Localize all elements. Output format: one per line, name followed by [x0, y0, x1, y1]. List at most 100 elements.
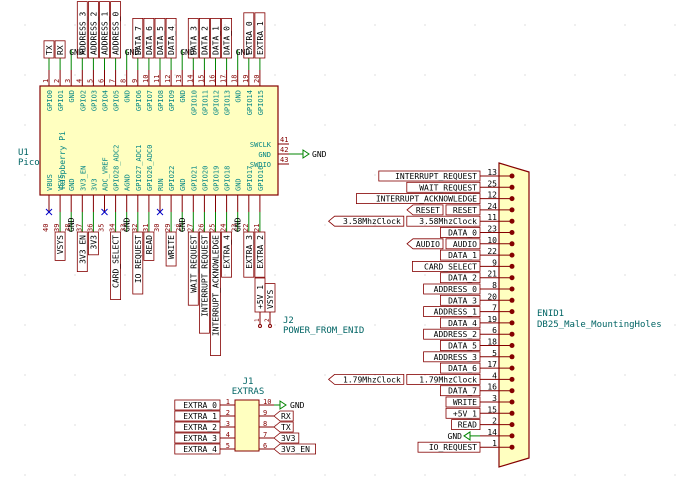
grid-dot [124, 24, 126, 26]
gnd-power-label: GND [236, 48, 251, 57]
grid-dot [174, 374, 176, 376]
j2-value: POWER_FROM_ENID [283, 326, 364, 336]
grid-dot [224, 274, 226, 276]
enid1-pin-number: 2 [492, 417, 497, 426]
net-label-audio: AUDIO [453, 240, 477, 249]
net-label-box [406, 238, 444, 250]
grid-dot [524, 74, 526, 76]
u1-pin-name: GPIO5 [113, 90, 121, 111]
enid1-contact [509, 410, 515, 416]
grid-dot [374, 74, 376, 76]
u1-pin-number: 9 [131, 79, 139, 83]
net-label-3v3-box [88, 231, 99, 256]
net-label-interrupt_request-box [198, 231, 210, 334]
j1-pin-number: 2 [226, 409, 230, 417]
enid1-pin-number: 8 [492, 281, 497, 290]
enid1-pin-number: 7 [492, 304, 497, 313]
u1-pin-number: 3 [64, 79, 72, 83]
net-label-io_request-box [417, 441, 481, 453]
net-label-extra_3-box [243, 231, 255, 278]
enid1-pin-number: 18 [487, 338, 497, 347]
grid-dot [624, 474, 626, 476]
grid-dot [274, 474, 276, 476]
enid1-pin-number: 20 [487, 292, 497, 301]
grid-dot [274, 324, 276, 326]
no-connect [156, 208, 164, 216]
u1-pin-name: GPIO20 [201, 166, 209, 191]
u1-pin-number: 38 [64, 224, 72, 232]
enid1-ref: ENID1 [537, 309, 564, 319]
grid-dot [624, 24, 626, 26]
grid-dot [324, 274, 326, 276]
net-label-audio: AUDIO [416, 240, 440, 249]
u1-pin-number: 2 [53, 79, 61, 83]
net-label-extra_4: EXTRA_4 [183, 445, 217, 454]
net-label-vsys: VSYS [266, 290, 275, 309]
u1-pin-number: 23 [231, 224, 239, 232]
net-label-address_3: ADDRESS_3 [78, 11, 87, 55]
net-label-extra_4-box [221, 231, 233, 278]
j1-pin-number: 3 [226, 420, 230, 428]
u1-pin-name: GND [68, 90, 76, 103]
u1-pin-name: GND [179, 178, 187, 191]
grid-dot [424, 424, 426, 426]
net-label-data_4-box [439, 317, 481, 329]
grid-dot [324, 424, 326, 426]
grid-dot [74, 374, 76, 376]
enid1-pin-number: 23 [487, 225, 497, 234]
grid-dot [174, 224, 176, 226]
enid1-db25-connector[interactable]: ENID1 DB25_Male_MountingHoles 13INTERRUP… [327, 162, 662, 468]
grid-dot [574, 474, 576, 476]
u1-pin-number: 10 [142, 75, 150, 83]
enid1-contact [509, 230, 515, 235]
gnd-power-label: GND [448, 432, 463, 441]
net-label-3v3_en: 3V3_EN [78, 235, 87, 264]
grid-dot [174, 324, 176, 326]
net-label-interrupt_request: INTERRUPT_REQUEST [395, 172, 477, 181]
u1-pin-name: 3V3_EN [79, 166, 87, 191]
j1-pin-number: 8 [263, 420, 267, 428]
net-label-+5v_1: +5V_1 [256, 285, 265, 309]
grid-dot [124, 324, 126, 326]
net-label-address_1-box [99, 1, 110, 59]
enid1-contact [509, 173, 515, 179]
no-connect [101, 208, 108, 216]
net-label-3.58mhzclock-box [406, 215, 481, 227]
net-label-write: WRITE [167, 235, 176, 259]
grid-dot [574, 74, 576, 76]
net-label-data_5-box [154, 17, 166, 59]
grid-dot [24, 374, 26, 376]
u1-top-pins: GPIO01TXGPIO12RXGND3GNDGPIO24ADDRESS_3GP… [42, 1, 266, 115]
grid-dot [624, 74, 626, 76]
u1-pin-name: GND [235, 90, 243, 103]
u1-pin-number: 32 [131, 224, 139, 232]
grid-dot [74, 224, 76, 226]
net-label-rx-box [54, 40, 66, 59]
net-label-read-box [143, 231, 155, 261]
net-label-data_7: DATA_7 [448, 387, 477, 396]
u1-right-gnd-symbol [302, 149, 310, 159]
enid1-pin-number: 1 [492, 439, 497, 448]
grid-dot [24, 274, 26, 276]
u1-pin-number: 4 [75, 79, 83, 83]
j1-pin-number: 4 [226, 431, 230, 439]
net-label-extra_2: EXTRA_2 [183, 423, 217, 432]
grid-dot [424, 74, 426, 76]
net-label-data_2-box [198, 17, 210, 59]
grid-dot [374, 474, 376, 476]
grid-dot [574, 124, 576, 126]
u1-pico-symbol[interactable]: U1 Pico Raspberry Pi GPIO01TXGPIO12RXGND… [18, 1, 327, 356]
u1-pin-number: 22 [242, 224, 250, 232]
j1-pin-number: 1 [226, 398, 230, 406]
enid1-pin-number: 3 [492, 394, 497, 403]
net-label-io_request-box [132, 231, 144, 295]
net-label-extra_0: EXTRA_0 [183, 401, 217, 410]
u1-pin-number: 16 [209, 75, 217, 83]
net-label-data_4: DATA_4 [167, 26, 176, 55]
grid-dot [74, 24, 76, 26]
net-label-data_1: DATA_1 [448, 251, 477, 260]
net-label-data_6-box [439, 362, 481, 374]
